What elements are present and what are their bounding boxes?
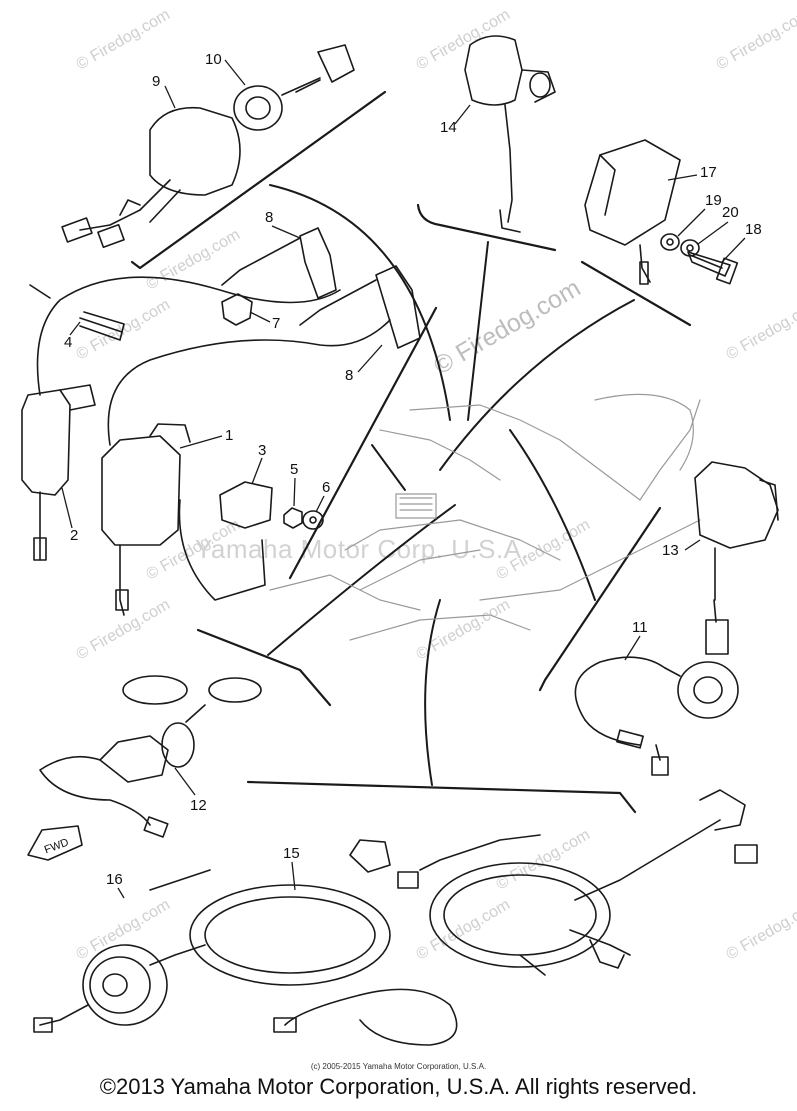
callout-label: 3 xyxy=(258,442,266,459)
part-11-pickup xyxy=(574,656,739,776)
chassis-outline xyxy=(269,393,701,641)
watermark: © Firedog.com xyxy=(74,6,174,73)
watermark: © Firedog.com xyxy=(414,6,514,73)
callout-label: 14 xyxy=(440,119,457,136)
bracket-top-center xyxy=(416,203,557,252)
callout-label: 4 xyxy=(64,334,72,351)
callout-label: 5 xyxy=(290,461,298,478)
callout-leader xyxy=(315,495,325,513)
part-17-rectifier xyxy=(584,139,681,285)
callout-label: 18 xyxy=(745,221,762,238)
leader-line xyxy=(424,599,441,786)
part-10-ring-key xyxy=(233,44,355,131)
part-5-nut xyxy=(283,507,303,529)
part-1-ignition-coil xyxy=(101,319,391,616)
callout-label: 9 xyxy=(152,73,160,90)
callout-leader xyxy=(291,861,296,891)
part-14-regulator xyxy=(464,35,556,233)
part-16-headlight xyxy=(33,944,206,1033)
callout-leader xyxy=(721,237,746,263)
part-12-switch xyxy=(39,675,262,838)
part-19-washer xyxy=(660,233,680,251)
callout-leader xyxy=(61,487,73,529)
callout-label: 7 xyxy=(272,315,280,332)
bracket-lower-left xyxy=(196,628,332,707)
callout-leader xyxy=(271,225,301,239)
part-3-bracket xyxy=(178,481,273,601)
callout-label: 17 xyxy=(700,164,717,181)
callout-leader xyxy=(677,208,706,237)
leader-line xyxy=(439,299,635,471)
callout-leader xyxy=(624,635,641,661)
part-15-wire-harness xyxy=(149,789,758,1046)
part-13-switch xyxy=(694,461,779,655)
leader-line xyxy=(371,444,406,491)
callout-layer: 1 2 3 4 5 6 7 8 8 9 10 11 12 13 14 15 16… xyxy=(43,51,762,888)
callout-label: 13 xyxy=(662,542,679,559)
callout-label: 20 xyxy=(722,204,739,221)
callout-label: 12 xyxy=(190,797,207,814)
callout-label: 16 xyxy=(106,871,123,888)
callout-leader xyxy=(293,477,296,507)
callout-leader xyxy=(684,539,701,551)
callout-leader xyxy=(69,321,81,336)
callout-label: 15 xyxy=(283,845,300,862)
leader-line xyxy=(467,241,489,421)
bracket-bottom xyxy=(246,780,637,814)
part-6-washer xyxy=(302,510,324,530)
callout-label: 1 xyxy=(225,427,233,444)
fwd-arrow xyxy=(27,825,83,861)
part-8-plug-cap-upper xyxy=(221,227,337,299)
bracket-top-left xyxy=(130,90,387,270)
watermark: © Firedog.com xyxy=(494,826,594,893)
callout-leader xyxy=(174,767,196,796)
bracket-right-top xyxy=(580,260,692,327)
callout-leader xyxy=(357,344,383,373)
callout-leader xyxy=(249,311,271,323)
callout-leader xyxy=(224,59,246,86)
part-2-ignition-coil xyxy=(21,276,341,561)
part-9-switch xyxy=(61,106,241,249)
callout-leader xyxy=(117,887,125,899)
part-4-bolt xyxy=(29,284,125,341)
part-18-bolt xyxy=(687,251,739,285)
part-8-plug-cap-lower xyxy=(299,265,421,349)
part-7-clamp xyxy=(221,293,253,326)
watermark-corporation: Yamaha Motor Corp. U.S.A. xyxy=(195,534,529,564)
callout-leader xyxy=(667,174,698,181)
watermark: © Firedog.com xyxy=(724,296,797,363)
small-copyright: (c) 2005-2015 Yamaha Motor Corporation, … xyxy=(310,1062,487,1071)
leader-line xyxy=(509,429,596,601)
callout-leader xyxy=(164,85,176,109)
leader-line xyxy=(267,504,456,656)
leader-line xyxy=(269,184,451,421)
watermark: © Firedog.com xyxy=(714,6,797,73)
fwd-label: FWD xyxy=(43,836,71,856)
watermark-center: © Firedog.com xyxy=(429,274,585,380)
watermark-layer: © Firedog.com © Firedog.com © Firedog.co… xyxy=(74,6,797,963)
part-20-washer xyxy=(680,239,700,257)
watermark: © Firedog.com xyxy=(724,896,797,963)
callout-leader xyxy=(454,104,471,125)
callout-label: 10 xyxy=(205,51,222,68)
main-copyright: ©2013 Yamaha Motor Corporation, U.S.A. A… xyxy=(99,1074,698,1099)
callout-leader xyxy=(251,457,263,485)
callout-label: 11 xyxy=(632,619,648,636)
callout-leader xyxy=(697,221,729,245)
watermark: © Firedog.com xyxy=(74,596,174,663)
callout-label: 8 xyxy=(265,209,273,226)
watermark: © Firedog.com xyxy=(74,896,174,963)
callout-leader xyxy=(179,435,223,449)
callout-label: 8 xyxy=(345,367,353,384)
bracket-left-mid xyxy=(288,306,438,580)
bracket-right-mid xyxy=(538,506,662,692)
parts-diagram: © Firedog.com © Firedog.com © Firedog.co… xyxy=(21,6,797,1046)
callout-label: 19 xyxy=(705,192,722,209)
callout-label: 2 xyxy=(70,527,78,544)
callout-label: 6 xyxy=(322,479,330,496)
